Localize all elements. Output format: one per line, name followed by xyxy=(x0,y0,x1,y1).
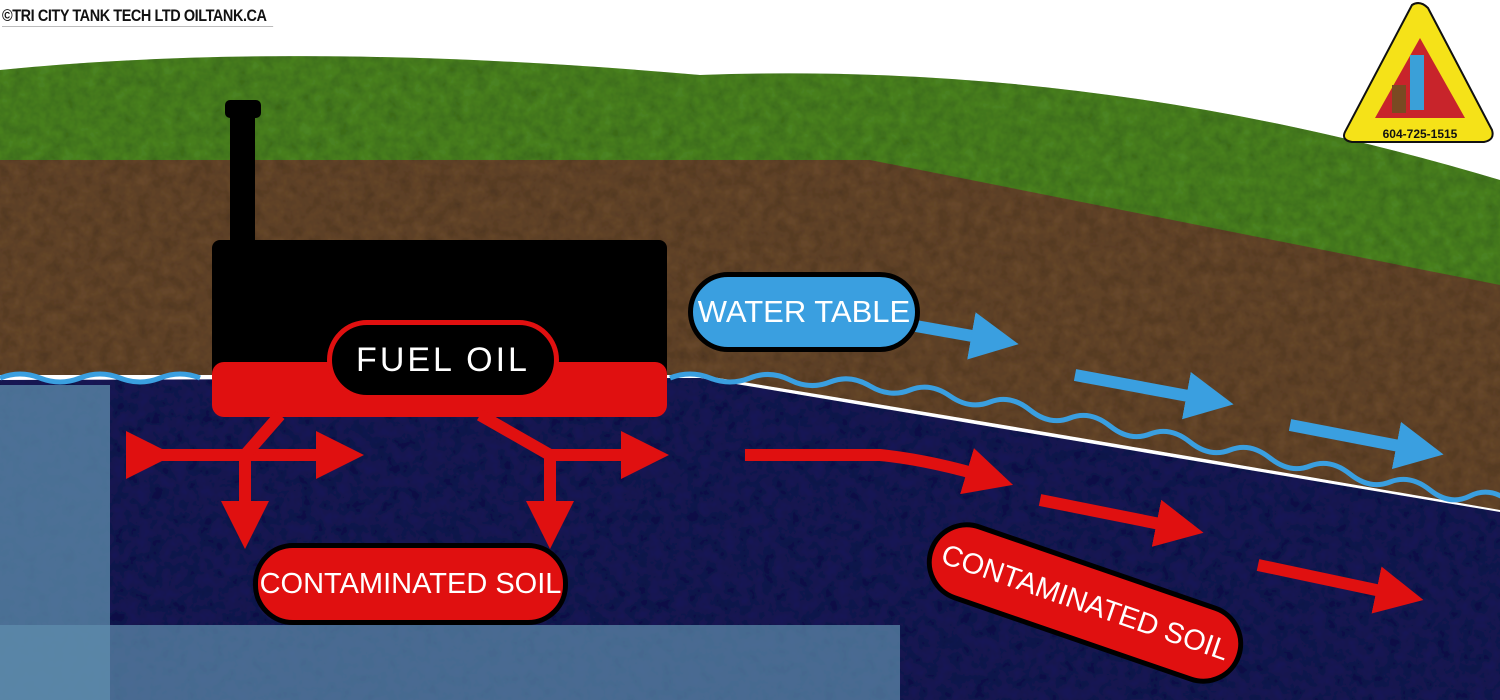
grass xyxy=(0,56,1500,291)
lighter-water-bottom xyxy=(0,625,900,700)
vent-pipe xyxy=(230,108,255,248)
company-logo: 604-725-1515 xyxy=(1343,2,1494,143)
water-table-line xyxy=(0,371,1500,503)
water-table-label: WATER TABLE xyxy=(688,272,920,352)
copyright-text: ©TRI CITY TANK TECH LTD OILTANK.CA xyxy=(2,6,274,27)
oil-leak-arrows xyxy=(126,409,1424,614)
fuel-oil-label: FUEL OIL xyxy=(327,320,559,400)
logo-phone: 604-725-1515 xyxy=(1383,127,1458,141)
water-flow-arrows xyxy=(908,312,1444,470)
vent-cap xyxy=(225,100,261,118)
contaminated-soil-label: CONTAMINATED SOIL xyxy=(253,543,568,625)
